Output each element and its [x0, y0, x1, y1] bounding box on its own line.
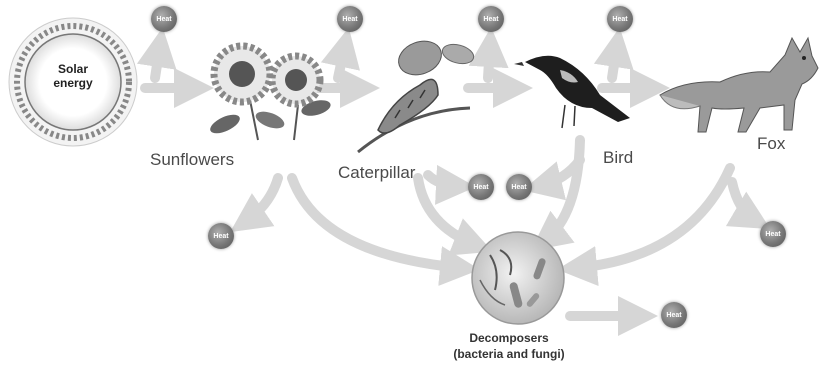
sun-label-line1: Solar	[30, 62, 116, 76]
arrow-heat-up-caterpillar	[488, 45, 490, 78]
caterpillar-illustration	[358, 35, 476, 152]
arrow-heat-up-sun	[155, 45, 160, 78]
label-sunflowers: Sunflowers	[150, 150, 234, 170]
heat-ball-bird-lower: Heat	[506, 174, 532, 200]
sun-label-line2: energy	[30, 76, 116, 90]
arrow-heat-up-sunflowers	[338, 45, 345, 78]
decomposers-label: Decomposers (bacteria and fungi)	[424, 330, 594, 362]
arrow-sunflowers-to-heat	[245, 178, 278, 222]
sun-label: Solar energy	[30, 62, 116, 90]
fox-illustration	[660, 38, 818, 132]
label-caterpillar: Caterpillar	[338, 163, 415, 183]
arrow-fox-to-decomposers	[575, 168, 730, 268]
heat-ball-sun: Heat	[151, 6, 177, 32]
heat-ball-fox-lower: Heat	[760, 221, 786, 247]
heat-ball-caterpillar: Heat	[478, 6, 504, 32]
heat-ball-sunflowers-lower: Heat	[208, 223, 234, 249]
arrow-bird-to-decomposers	[545, 140, 580, 240]
arrow-caterpillar-to-heat	[428, 175, 458, 186]
decomposers-illustration	[472, 232, 564, 324]
heat-ball-decomposers: Heat	[661, 302, 687, 328]
heat-ball-caterpillar-lower: Heat	[468, 174, 494, 200]
arrow-heat-up-bird	[612, 45, 617, 78]
heat-ball-sunflowers: Heat	[337, 6, 363, 32]
label-fox: Fox	[757, 134, 785, 154]
arrow-fox-to-heat	[732, 182, 755, 220]
decomposers-label-line2: (bacteria and fungi)	[424, 346, 594, 362]
heat-ball-bird: Heat	[607, 6, 633, 32]
label-bird: Bird	[603, 148, 633, 168]
sunflowers-illustration	[208, 46, 333, 140]
decomposers-label-line1: Decomposers	[424, 330, 594, 346]
